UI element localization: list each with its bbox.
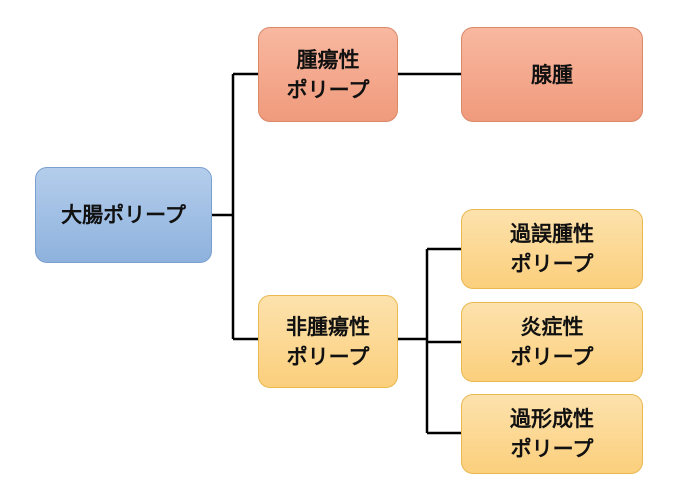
node-hyperplastic-polyp-line1: 過形成性 xyxy=(510,407,594,431)
node-adenoma-label: 腺腫 xyxy=(531,62,573,87)
node-hamartomatous-polyp-line1: 過誤腫性 xyxy=(510,222,594,246)
node-hyperplastic-polyp-line2: ポリープ xyxy=(510,437,594,461)
node-non-neoplastic-polyp-line1: 非腫瘍性 xyxy=(286,314,370,339)
node-non-neoplastic-polyp-line2: ポリープ xyxy=(286,344,370,369)
node-inflammatory-polyp-line1: 炎症性 xyxy=(520,315,584,339)
node-adenoma: 腺腫 xyxy=(461,27,643,122)
node-neoplastic-polyp-line2: ポリープ xyxy=(286,77,370,102)
connector-non-neoplastic-branch xyxy=(398,247,461,435)
node-neoplastic-polyp-line1: 腫瘍性 xyxy=(296,47,360,72)
node-inflammatory-polyp-line2: ポリープ xyxy=(510,345,594,369)
node-colorectal-polyp-label: 大腸ポリープ xyxy=(61,203,186,227)
connector-root-branch xyxy=(212,72,258,341)
node-hamartomatous-polyp: 過誤腫性 ポリープ xyxy=(461,209,643,289)
node-colorectal-polyp: 大腸ポリープ xyxy=(35,167,212,263)
node-inflammatory-polyp: 炎症性 ポリープ xyxy=(461,302,643,382)
node-hamartomatous-polyp-line2: ポリープ xyxy=(510,252,594,276)
node-hyperplastic-polyp: 過形成性 ポリープ xyxy=(461,394,643,474)
node-non-neoplastic-polyp: 非腫瘍性 ポリープ xyxy=(258,295,398,388)
node-neoplastic-polyp: 腫瘍性 ポリープ xyxy=(258,27,398,122)
